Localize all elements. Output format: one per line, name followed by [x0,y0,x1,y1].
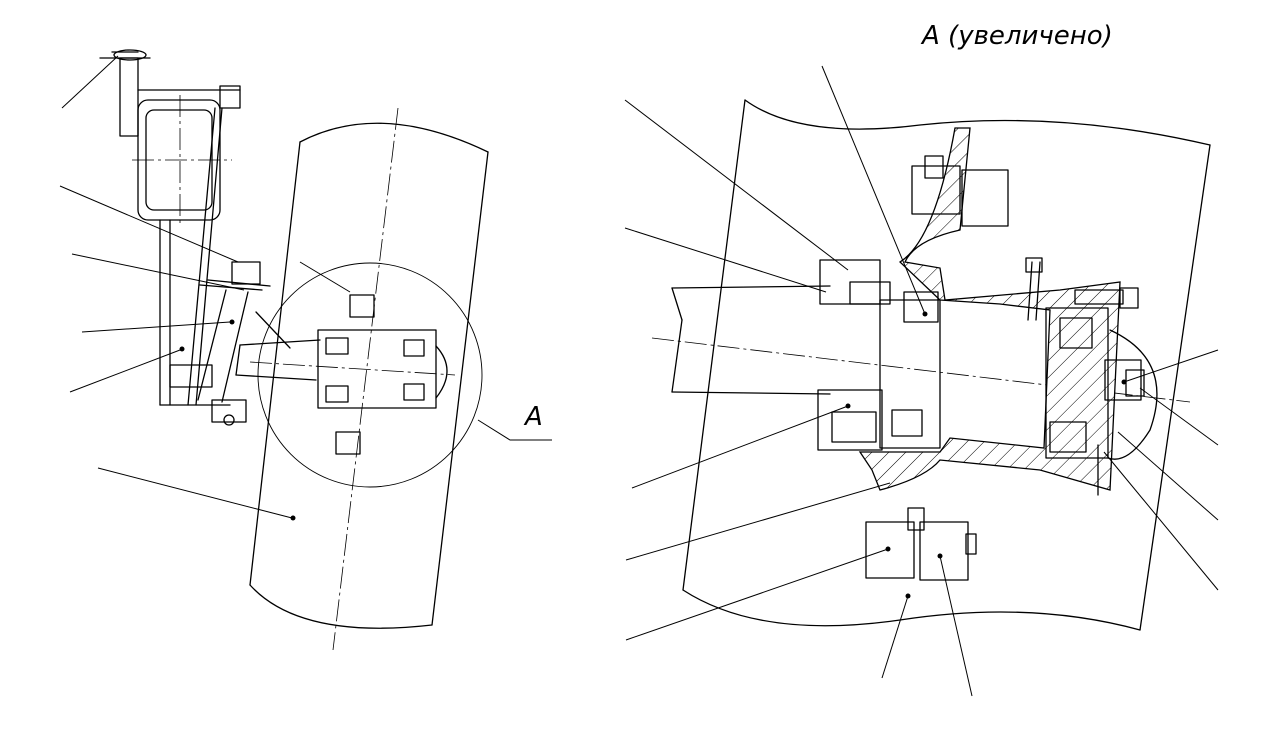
bearing-housing [817,259,1109,459]
detail-view: A (увеличено) [624,21,1219,697]
shaft-assembly [235,294,456,455]
grease-fitting [1025,257,1043,321]
drum [249,107,489,651]
top-bolt [911,155,1139,309]
assembly-view: A [59,49,552,651]
end-cap [1097,329,1158,496]
bottom-bolt [865,507,977,581]
view-label: A [523,402,543,432]
leaders-left [59,55,351,521]
detail-shaft [651,285,1191,403]
detail-title: A (увеличено) [920,21,1113,51]
hub [858,127,1121,491]
leaders-detail [624,65,1219,697]
detail-circle-a [257,262,483,488]
bracket [99,49,247,426]
